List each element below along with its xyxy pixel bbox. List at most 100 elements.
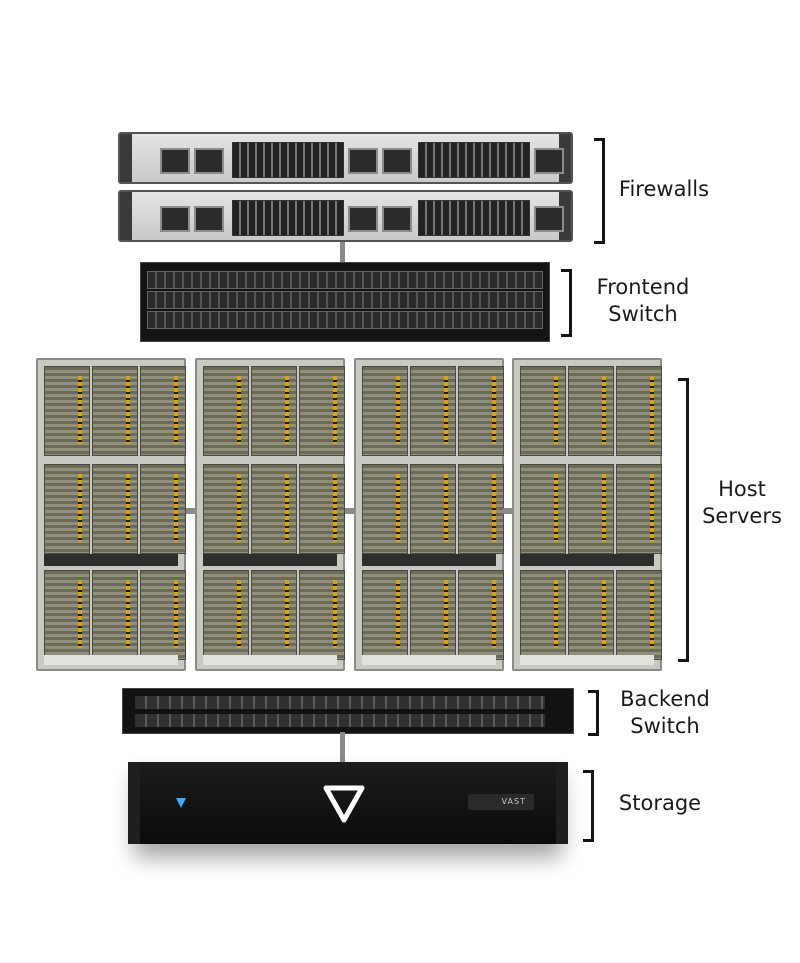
server-accent-stripe [78, 474, 82, 542]
server-drive-bay [251, 366, 297, 456]
server-accent-stripe [554, 580, 558, 648]
server-accent-stripe [492, 474, 496, 542]
server-accent-stripe [492, 580, 496, 648]
backend-switch-bracket [588, 690, 599, 736]
server-drive-bay [362, 464, 408, 554]
server-accent-stripe [237, 580, 241, 648]
firewalls-label: Firewalls [618, 176, 710, 203]
server-drive-bay [458, 366, 504, 456]
storage-label-text: Storage [618, 791, 702, 815]
server-foot-panel [203, 655, 337, 665]
frontend-switch-label: Frontend Switch [584, 274, 702, 328]
server-accent-stripe [285, 474, 289, 542]
server-accent-stripe [396, 580, 400, 648]
server-drive-bay [568, 366, 614, 456]
server-drive-bay [92, 464, 138, 554]
server-accent-stripe [333, 376, 337, 444]
server-drive-bay [203, 366, 249, 456]
storage-bracket [583, 770, 594, 842]
server-drive-bay [92, 366, 138, 456]
server-accent-stripe [285, 580, 289, 648]
server-accent-stripe [174, 580, 178, 648]
server-drive-bay [251, 570, 297, 660]
server-link-1 [186, 508, 195, 514]
storage-badge: VAST [468, 794, 534, 810]
server-drive-bay [44, 366, 90, 456]
backend-storage-connector [340, 732, 345, 762]
server-drive-bay [458, 464, 504, 554]
host-server-4 [512, 358, 662, 671]
server-midplane [362, 554, 496, 566]
firewall-unit-2 [118, 190, 573, 242]
host-servers-label-line2: Servers [702, 504, 782, 528]
host-server-3 [354, 358, 504, 671]
server-drive-bay [616, 570, 662, 660]
server-accent-stripe [602, 580, 606, 648]
server-link-2 [345, 508, 354, 514]
server-drive-bay [616, 366, 662, 456]
server-drive-bay [299, 570, 345, 660]
server-accent-stripe [237, 474, 241, 542]
server-drive-bay [299, 464, 345, 554]
frontend-switch-label-line2: Switch [608, 302, 678, 326]
server-drive-bay [140, 570, 186, 660]
frontend-switch-bracket [561, 269, 572, 337]
server-accent-stripe [444, 376, 448, 444]
server-drive-bay [520, 366, 566, 456]
status-led-icon [176, 798, 186, 808]
server-accent-stripe [237, 376, 241, 444]
server-drive-bay [251, 464, 297, 554]
server-accent-stripe [333, 474, 337, 542]
storage-badge-text: VAST [501, 797, 526, 806]
server-foot-panel [44, 655, 178, 665]
server-accent-stripe [444, 580, 448, 648]
frontend-switch [140, 262, 550, 342]
server-drive-bay [362, 570, 408, 660]
server-accent-stripe [602, 474, 606, 542]
host-servers-bracket [678, 378, 689, 662]
server-drive-bay [410, 366, 456, 456]
server-accent-stripe [78, 376, 82, 444]
server-accent-stripe [444, 474, 448, 542]
server-drive-bay [140, 366, 186, 456]
server-drive-bay [568, 570, 614, 660]
firewall-frontend-connector [340, 242, 345, 262]
server-accent-stripe [333, 580, 337, 648]
server-accent-stripe [285, 376, 289, 444]
server-accent-stripe [78, 580, 82, 648]
server-accent-stripe [396, 474, 400, 542]
server-drive-bay [520, 464, 566, 554]
server-accent-stripe [492, 376, 496, 444]
server-drive-bay [299, 366, 345, 456]
server-drive-bay [92, 570, 138, 660]
backend-switch [122, 688, 574, 734]
server-drive-bay [203, 464, 249, 554]
server-foot-panel [520, 655, 654, 665]
host-server-2 [195, 358, 345, 671]
server-drive-bay [140, 464, 186, 554]
host-servers-label-line1: Host [718, 477, 766, 501]
server-drive-bay [410, 464, 456, 554]
backend-switch-label-line2: Switch [630, 714, 700, 738]
server-drive-bay [520, 570, 566, 660]
server-midplane [520, 554, 654, 566]
server-accent-stripe [126, 474, 130, 542]
firewalls-label-text: Firewalls [618, 177, 710, 201]
server-drive-bay [616, 464, 662, 554]
backend-switch-label: Backend Switch [609, 686, 721, 740]
server-drive-bay [362, 366, 408, 456]
server-link-3 [503, 508, 512, 514]
server-accent-stripe [396, 376, 400, 444]
server-foot-panel [362, 655, 496, 665]
server-midplane [203, 554, 337, 566]
server-drive-bay [410, 570, 456, 660]
storage-array: VAST [128, 762, 568, 844]
vast-logo-icon [323, 785, 365, 823]
firewall-unit-1 [118, 132, 573, 184]
server-accent-stripe [650, 376, 654, 444]
server-accent-stripe [602, 376, 606, 444]
server-midplane [44, 554, 178, 566]
server-accent-stripe [650, 580, 654, 648]
host-servers-label: Host Servers [696, 476, 788, 530]
server-accent-stripe [650, 474, 654, 542]
